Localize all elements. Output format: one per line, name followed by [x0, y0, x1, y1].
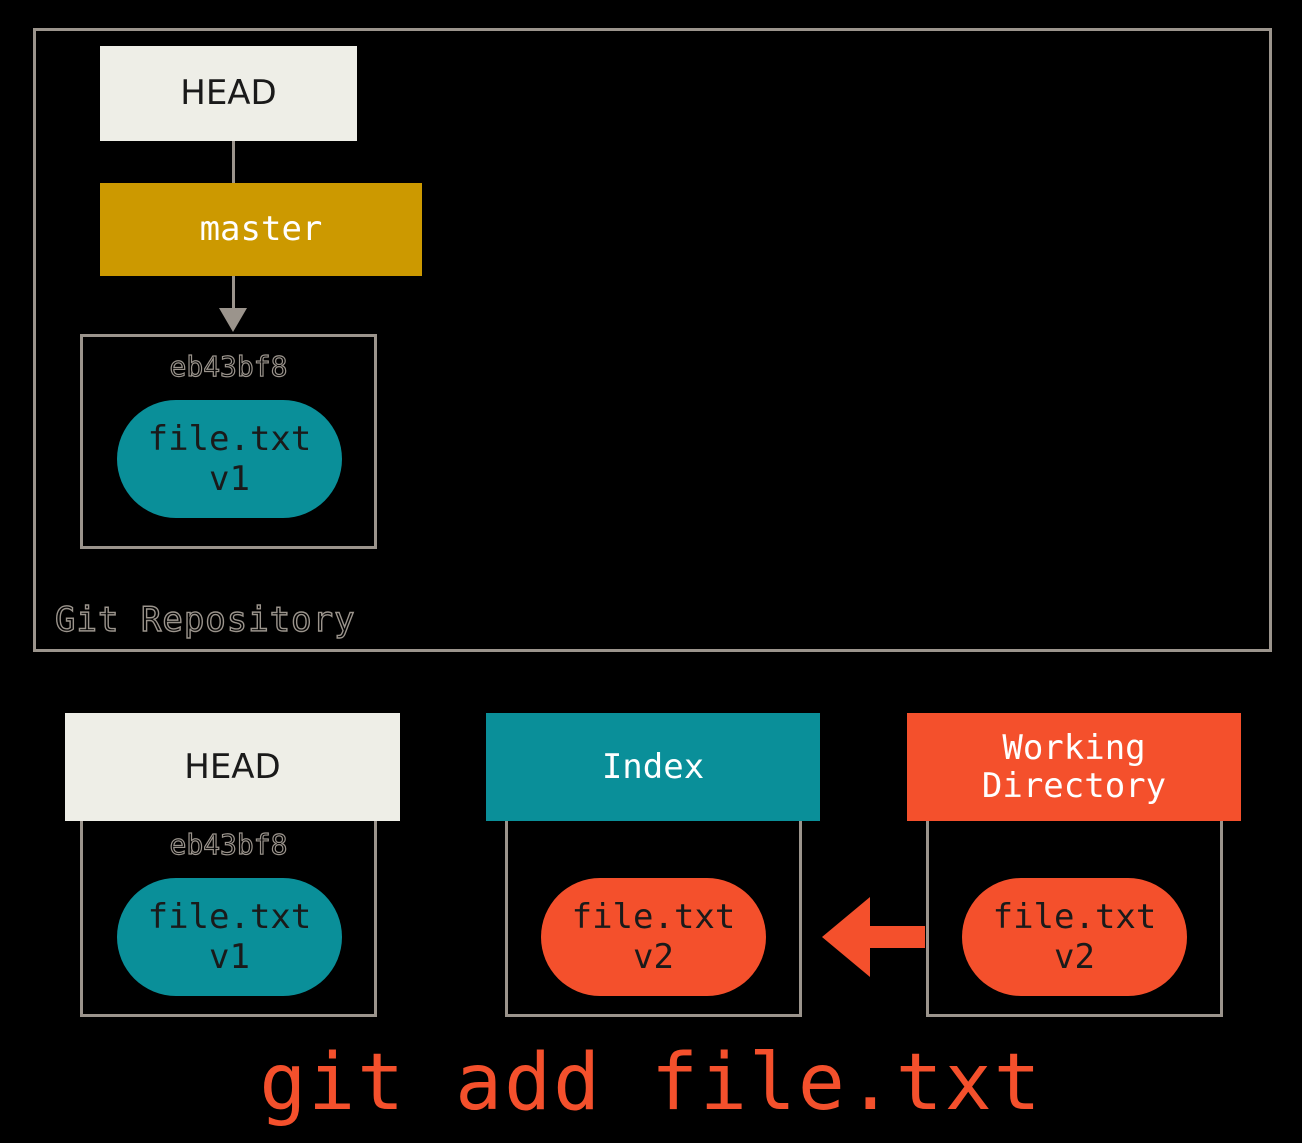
git-repository-label: Git Repository	[54, 599, 356, 640]
repo-commit-blob-filename: file.txt	[147, 418, 312, 459]
head-area-header: HEAD	[65, 713, 400, 821]
repo-commit-hash: eb43bf8	[169, 349, 288, 383]
repo-commit-blob-version: v1	[209, 459, 250, 499]
working-directory-box	[926, 821, 1223, 1017]
index-area-blob-version: v2	[633, 937, 674, 977]
repo-branch-label: master	[199, 209, 323, 250]
head-area-blob: file.txt v1	[117, 878, 342, 996]
head-area-commit-hash: eb43bf8	[169, 827, 288, 861]
working-directory-blob-version: v2	[1054, 937, 1095, 977]
index-area-header: Index	[486, 713, 820, 821]
working-directory-label: Working Directory	[981, 727, 1167, 806]
working-directory-blob: file.txt v2	[962, 878, 1187, 996]
repo-commit-box	[80, 334, 377, 549]
git-repository-frame	[33, 28, 1272, 652]
repo-head-box: HEAD	[100, 46, 357, 141]
connector-master-to-commit	[232, 276, 235, 312]
connector-head-to-master	[232, 141, 235, 183]
command-caption: git add file.txt	[259, 1038, 1043, 1128]
head-area-blob-filename: file.txt	[147, 896, 312, 937]
arrow-left-icon	[822, 897, 870, 977]
index-area-blob-filename: file.txt	[571, 896, 736, 937]
index-area-box	[505, 821, 802, 1017]
index-area-label: Index	[601, 746, 705, 787]
head-area-label: HEAD	[184, 746, 281, 787]
repo-branch-box: master	[100, 183, 422, 276]
repo-commit-blob: file.txt v1	[117, 400, 342, 518]
arrow-down-icon	[219, 308, 247, 332]
working-directory-blob-filename: file.txt	[992, 896, 1157, 937]
head-area-blob-version: v1	[209, 937, 250, 977]
working-directory-header: Working Directory	[907, 713, 1241, 821]
stage-arrow-shaft	[870, 926, 925, 948]
head-area-commit-box	[80, 821, 377, 1017]
index-area-blob: file.txt v2	[541, 878, 766, 996]
repo-head-label: HEAD	[180, 73, 277, 114]
